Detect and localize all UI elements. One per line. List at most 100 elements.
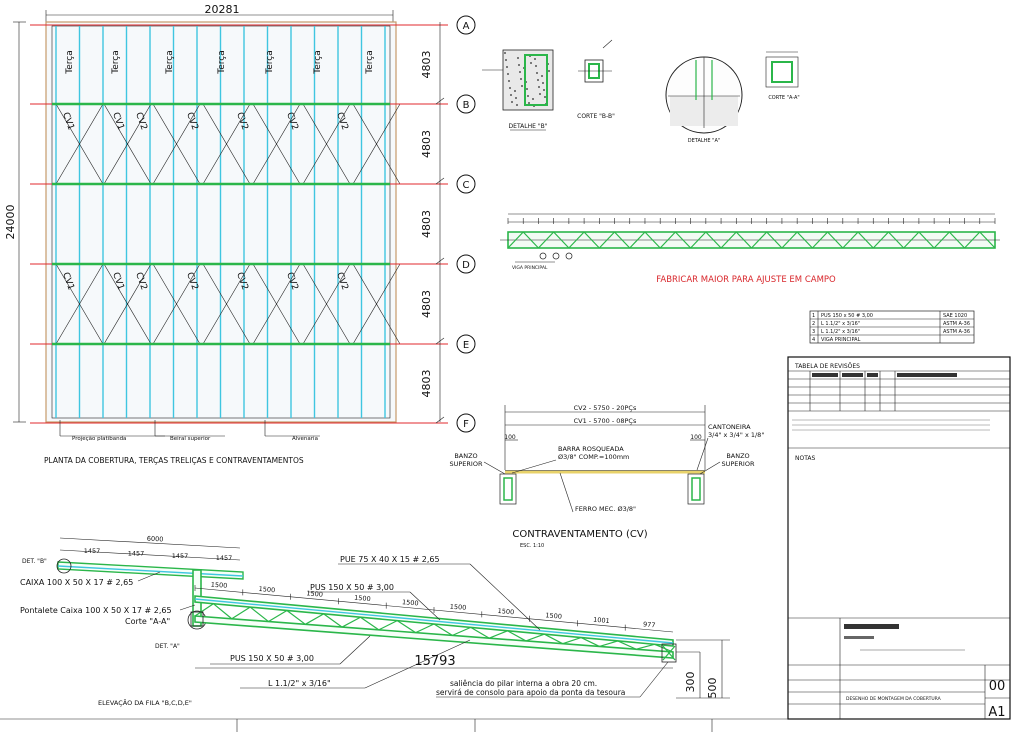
mat-row-3-n: 3 bbox=[812, 329, 815, 335]
hatch-dot bbox=[543, 89, 545, 91]
corte-aa-label: CORTE "A-A" bbox=[768, 95, 799, 101]
bay-tick bbox=[435, 416, 445, 424]
truss-web-member bbox=[842, 231, 859, 249]
hatch-dot bbox=[520, 78, 522, 80]
title-block-frame bbox=[787, 356, 1011, 720]
truss-web-member bbox=[796, 231, 813, 249]
axis-bubble-C bbox=[456, 174, 476, 194]
height-dimension: 24000 bbox=[4, 205, 17, 240]
hatch-dot bbox=[506, 66, 508, 68]
segment-1: 1500 bbox=[210, 581, 227, 590]
hatch-dot bbox=[526, 88, 528, 90]
legend-platibanda: Projeção platibanda bbox=[72, 436, 126, 442]
mat-row-1-n: 1 bbox=[812, 313, 815, 319]
hatch-dot bbox=[534, 58, 536, 60]
notas-label: NOTAS bbox=[795, 455, 816, 462]
truss-web-member bbox=[568, 231, 585, 249]
span-dimension: 15793 bbox=[414, 654, 455, 669]
segment-dim-line bbox=[59, 549, 241, 561]
revision-number: 00 bbox=[989, 679, 1006, 694]
truss-web-member bbox=[781, 231, 798, 249]
banzo-right-line1: BANZO bbox=[726, 452, 749, 460]
axis-bubble-A bbox=[456, 15, 476, 35]
bay-tick bbox=[435, 337, 445, 345]
banzo-left-profile bbox=[503, 477, 513, 501]
brace-diagonal bbox=[55, 263, 104, 345]
brace-diagonal bbox=[352, 103, 401, 185]
hatch-dot bbox=[516, 104, 518, 106]
hatch-dot bbox=[537, 79, 539, 81]
hatch-dot bbox=[548, 70, 550, 72]
segment-6: 1500 bbox=[449, 603, 466, 612]
truss-web-member bbox=[933, 231, 950, 249]
banzo-right-leader bbox=[699, 461, 721, 475]
materials-table: 1 PUS 150 x 50 # 3,00 SAE 1020 2 L 1.1/2… bbox=[809, 310, 975, 344]
terca-label-4: Terça bbox=[217, 50, 227, 74]
brace-diagonal bbox=[103, 263, 152, 345]
pus-top-leader bbox=[409, 591, 441, 621]
hatch-dot bbox=[518, 64, 520, 66]
terca-label-6: Terça bbox=[313, 50, 323, 74]
hatch-dot bbox=[541, 75, 543, 77]
segment-2: 1500 bbox=[258, 585, 275, 594]
cantoneira-size: 3/4" x 3/4" x 1/8" bbox=[708, 431, 764, 439]
top-segment-1: 1457 bbox=[84, 547, 101, 555]
truss-web-member bbox=[614, 231, 631, 249]
ferro-leader bbox=[559, 472, 574, 513]
web-diagonal bbox=[544, 633, 563, 645]
bracing-detail: CV2 - 5750 - 20PÇs CV1 - 5700 - 08PÇs 10… bbox=[450, 404, 765, 549]
top-dimension: 6000 bbox=[147, 535, 164, 544]
client-redacted bbox=[844, 624, 899, 629]
top-chord-axis bbox=[194, 598, 674, 644]
hatch-dot bbox=[521, 85, 523, 87]
web-diagonal bbox=[433, 623, 453, 636]
rev-header-block bbox=[867, 373, 878, 377]
terca-label-3: Terça bbox=[165, 50, 175, 74]
brace-diagonal bbox=[152, 103, 201, 185]
title-block: TABELA DE REVISÕES NOTAS DESENHO DE MONT… bbox=[787, 356, 1011, 720]
web-diagonal bbox=[617, 640, 637, 650]
web-diagonal bbox=[636, 643, 655, 650]
pillar-note-2: servirá de consolo para apoio da ponta d… bbox=[436, 688, 625, 697]
web-diagonal bbox=[341, 616, 361, 628]
cv2-spec: CV2 - 5750 - 20PÇs bbox=[574, 404, 637, 412]
web-diagonal bbox=[194, 603, 214, 617]
top-segment-4: 1457 bbox=[216, 554, 233, 562]
connection-details: DETALHE "B" CORTE "B-B" DETALHE "A" CORT… bbox=[482, 39, 800, 144]
terca-label-7: Terça bbox=[365, 50, 375, 74]
axis-label-A: A bbox=[463, 21, 470, 32]
web-diagonal bbox=[470, 626, 490, 639]
bracing-scale: ESC. 1:10 bbox=[520, 543, 544, 549]
truss-web-member bbox=[766, 231, 783, 249]
brace-diagonal bbox=[352, 263, 401, 345]
bay-dimension-2: 4803 bbox=[420, 130, 433, 158]
bracing-title: CONTRAVENTAMENTO (CV) bbox=[512, 529, 647, 540]
web-diagonal bbox=[305, 613, 324, 625]
hatch-dot bbox=[504, 52, 506, 54]
cantoneira-leader bbox=[696, 437, 709, 471]
truss-web-member bbox=[690, 231, 707, 249]
brace-diagonal bbox=[252, 103, 301, 185]
dim-100-left: 100 bbox=[504, 434, 516, 441]
truss-web-member bbox=[948, 231, 965, 249]
corte-bb-label: CORTE "B-B" bbox=[577, 113, 615, 120]
web-diagonal bbox=[249, 606, 269, 623]
revisions-title: TABELA DE REVISÕES bbox=[794, 363, 860, 370]
brace-diagonal bbox=[103, 103, 152, 185]
bracing-x-lines bbox=[55, 103, 401, 345]
web-diagonal bbox=[488, 630, 508, 639]
segment-4: 1500 bbox=[354, 594, 371, 603]
angle-label: L 1.1/2" x 3/16" bbox=[268, 679, 331, 688]
axis-bubble-F bbox=[456, 413, 476, 433]
truss-web-member bbox=[553, 231, 570, 249]
truss-web-member bbox=[598, 231, 615, 249]
rev-header-block bbox=[897, 373, 957, 377]
dim-300: 300 bbox=[684, 672, 697, 693]
brace-diagonal bbox=[202, 103, 251, 185]
axis-label-D: D bbox=[462, 260, 470, 271]
hatch-dot bbox=[539, 93, 541, 95]
web-diagonal bbox=[507, 630, 527, 642]
truss-web-member bbox=[522, 231, 539, 249]
